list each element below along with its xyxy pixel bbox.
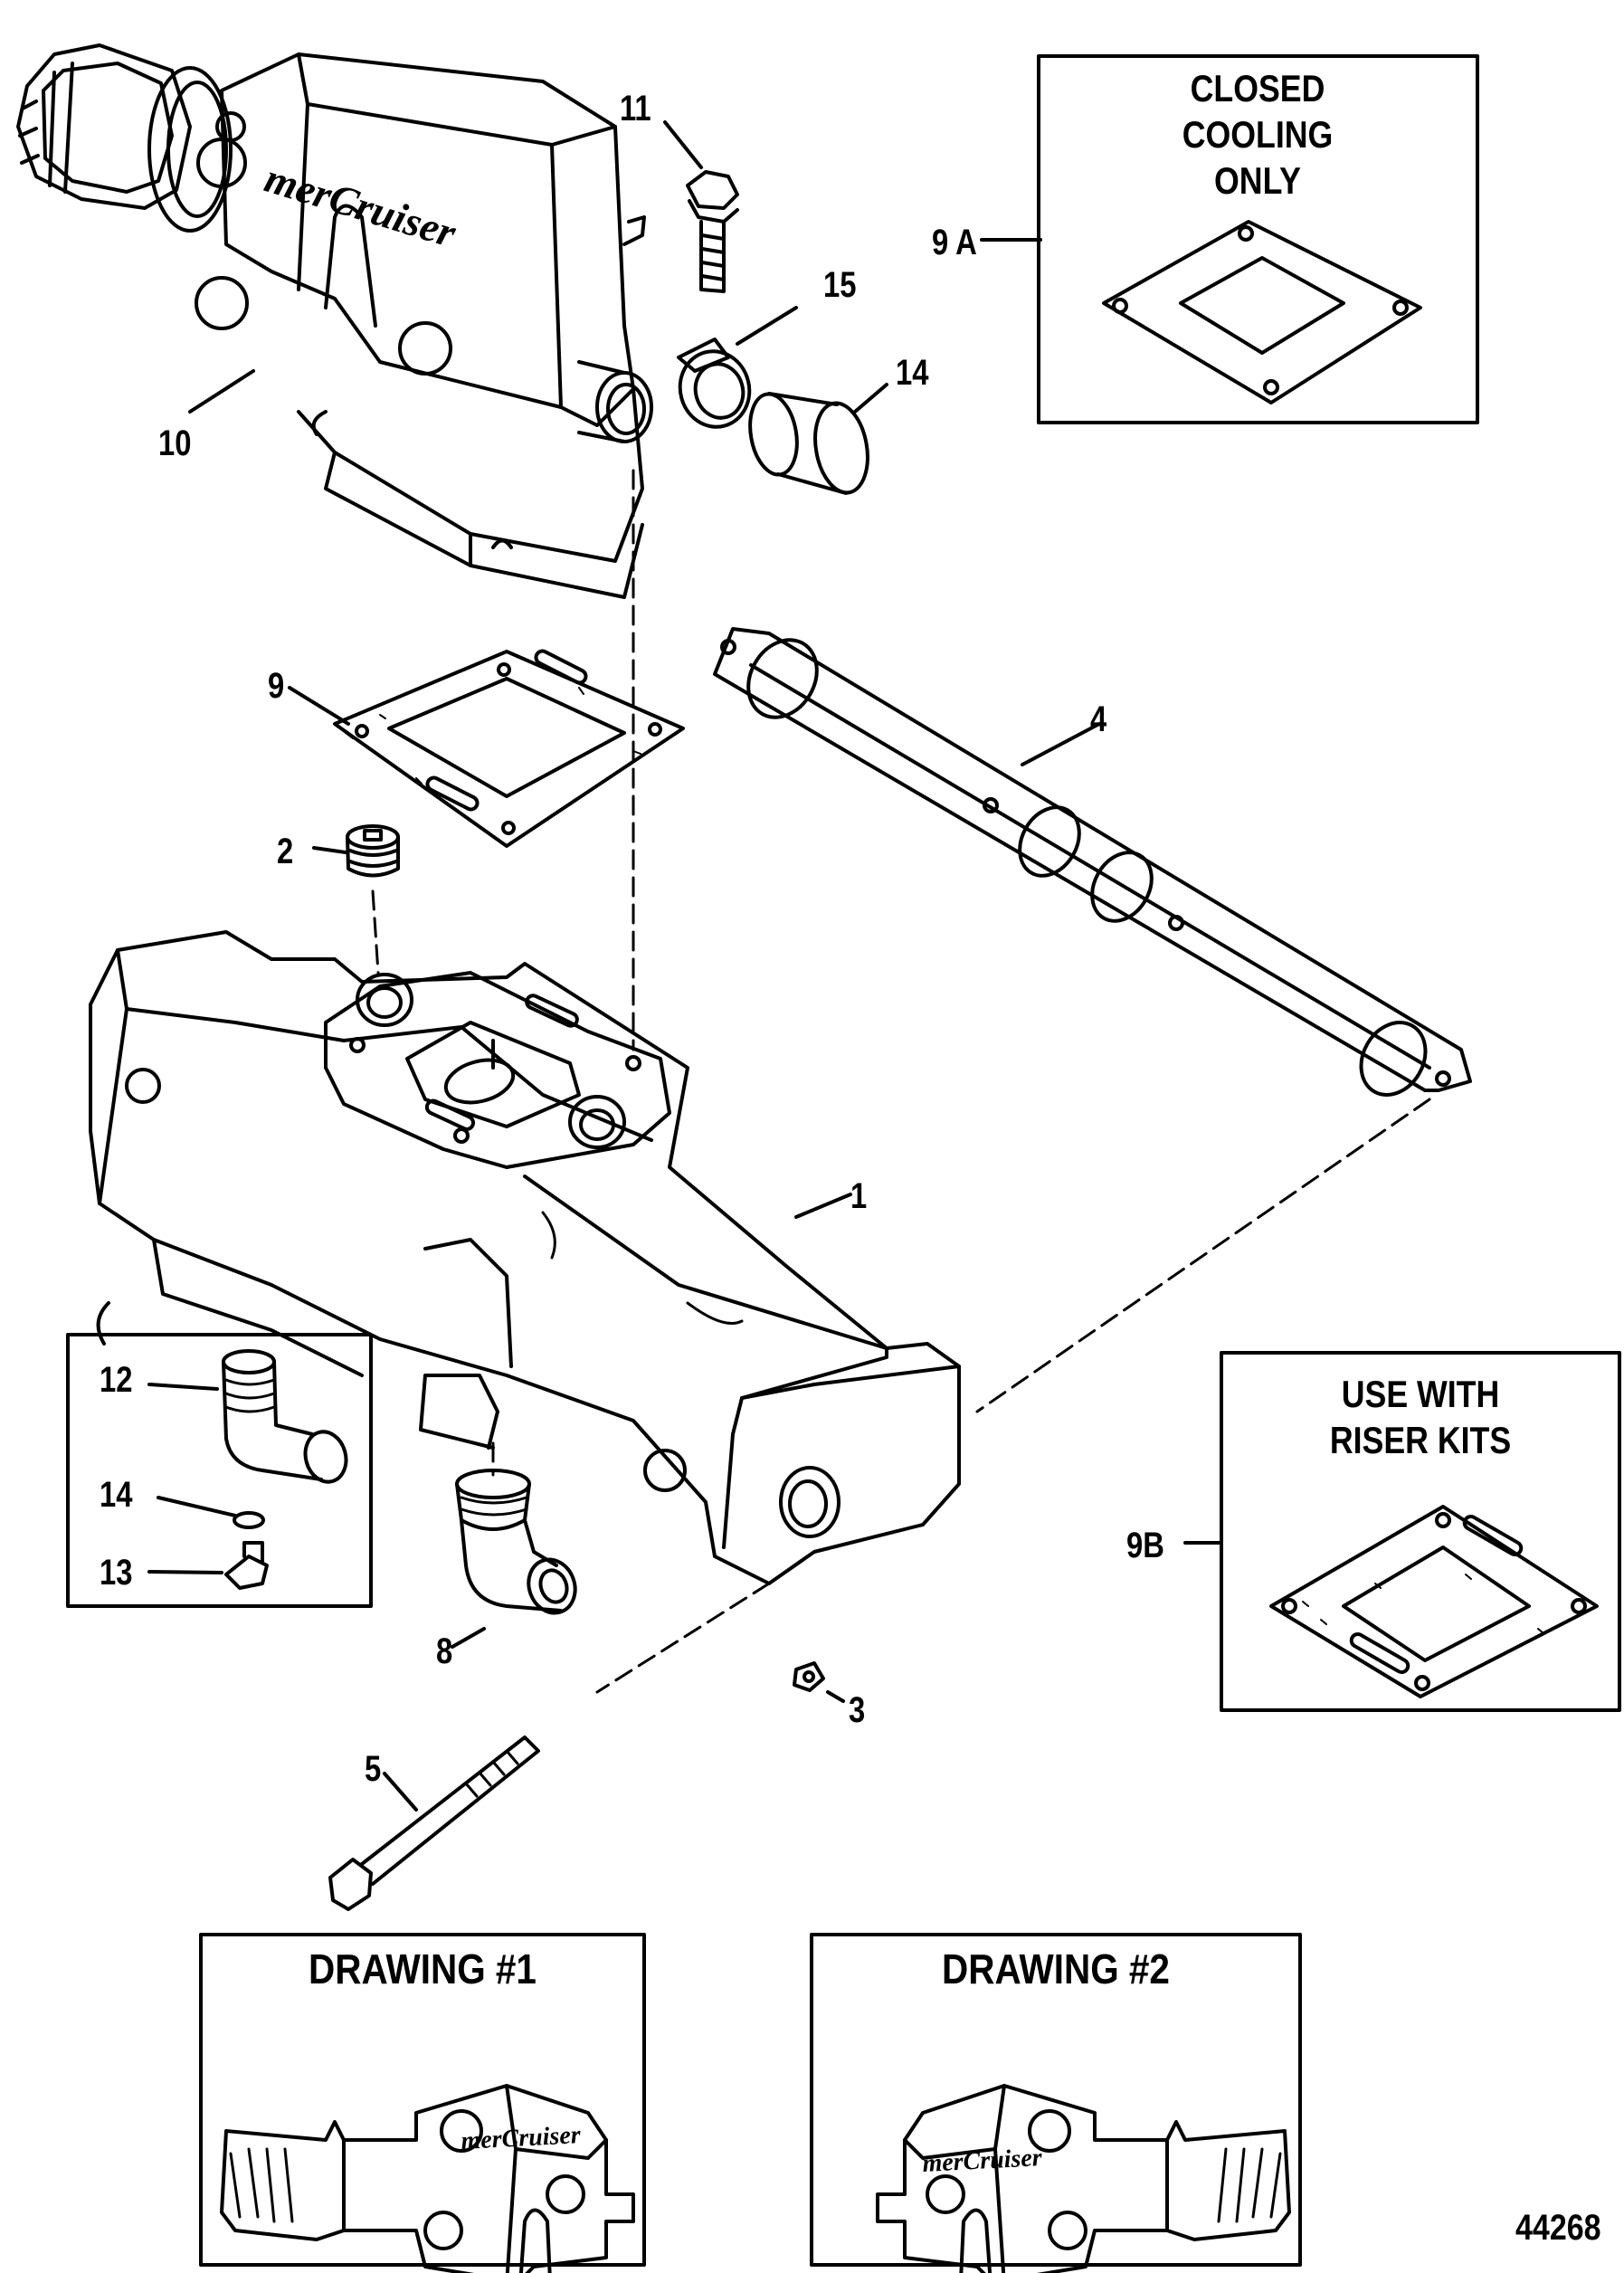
callout-2: 2 — [277, 832, 294, 871]
figure-number: 44268 — [1515, 2208, 1601, 2248]
drawing-2-title: DRAWING #2 — [942, 1945, 1170, 1992]
closed-cooling-line-2: COOLING — [1182, 113, 1334, 156]
stud-icon — [328, 1736, 540, 1911]
elbow-icon — [876, 2084, 1291, 2273]
callout-3: 3 — [849, 1690, 866, 1730]
closed-cooling-line-1: CLOSED — [1190, 67, 1325, 109]
mercruiser-logo: merCruiser — [922, 2144, 1044, 2178]
drawing-1-title: DRAWING #1 — [309, 1945, 537, 1992]
drawing-2-box — [810, 1933, 1302, 2267]
riser-kits-label: USE WITH RISER KITS — [1253, 1371, 1589, 1463]
plug-icon — [346, 824, 400, 878]
bolt-icon — [686, 170, 739, 293]
callout-5: 5 — [365, 1749, 382, 1789]
callout-12: 12 — [100, 1360, 133, 1400]
callout-8: 8 — [436, 1631, 453, 1671]
riser-kits-box — [1220, 1351, 1621, 1712]
callout-9b: 9B — [1126, 1526, 1164, 1565]
riser-kits-line-2: RISER KITS — [1329, 1419, 1512, 1461]
callout-13: 13 — [100, 1553, 133, 1593]
callout-9a: 9 A — [932, 223, 977, 262]
alignment-lines — [371, 469, 1431, 1694]
fitting-icon — [455, 1469, 577, 1615]
gasket-icon — [333, 649, 685, 848]
fitting-icon — [224, 1541, 269, 1590]
callout-15: 15 — [823, 265, 857, 305]
elbow-icon — [222, 1349, 348, 1484]
drawing-1-box — [199, 1933, 646, 2267]
callout-11: 11 — [620, 89, 651, 128]
mercruiser-logo: merCruiser — [461, 2121, 583, 2155]
closed-cooling-label: CLOSED COOLING ONLY — [1073, 65, 1442, 204]
elbow-icon — [220, 2084, 635, 2273]
drain-plug-icon — [793, 1661, 825, 1692]
manifold-icon — [89, 930, 961, 1585]
manifold-gasket-icon — [713, 627, 1472, 1097]
o-ring-icon — [233, 1511, 265, 1529]
callout-1: 1 — [850, 1176, 868, 1216]
closed-cooling-box — [1037, 54, 1479, 424]
callout-9: 9 — [268, 666, 285, 706]
hose-clamp-icon — [677, 338, 752, 429]
mercruiser-logo: merCruiser — [260, 155, 462, 257]
exhaust-elbow-icon — [16, 43, 653, 599]
sleeve-icon — [748, 392, 869, 495]
closed-cooling-line-3: ONLY — [1214, 159, 1301, 202]
callout-4: 4 — [1090, 699, 1107, 739]
riser-kits-line-1: USE WITH — [1341, 1373, 1500, 1415]
callout-14-inset: 14 — [100, 1475, 133, 1515]
gasket-icon — [1102, 220, 1422, 404]
callout-10: 10 — [158, 423, 192, 463]
inset-box — [66, 1333, 373, 1608]
gasket-icon — [1269, 1505, 1599, 1698]
callout-14: 14 — [896, 353, 929, 393]
